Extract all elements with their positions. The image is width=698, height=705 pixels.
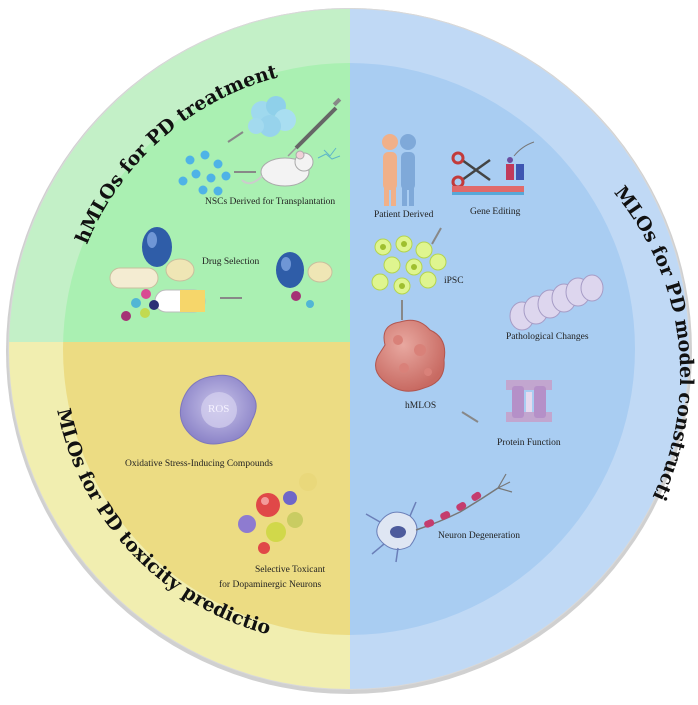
molecules-icon (238, 473, 317, 554)
human-figures-icon (382, 134, 416, 206)
patient-derived-label: Patient Derived (374, 210, 434, 220)
protein-function-label: Protein Function (497, 438, 561, 448)
organoid-icon (375, 319, 446, 392)
rna-icon (248, 96, 296, 137)
drug-selected-icon (276, 252, 333, 308)
capsule-icon (109, 227, 206, 321)
oxidative-stress-label: Oxidative Stress-Inducing Compounds (125, 459, 273, 469)
arrow-rna-nsc (227, 131, 244, 143)
syringe-icon (287, 97, 342, 157)
neuron-degeneration-label: Neuron Degeneration (438, 531, 521, 541)
scissors-icon (451, 151, 491, 189)
nsc-cluster-icon (178, 150, 231, 196)
hmlos-label: hMLOS (405, 401, 437, 411)
drug-selection-label: Drug Selection (202, 257, 260, 267)
gene-editing-label: Gene Editing (470, 207, 521, 217)
mouse-icon (241, 150, 314, 187)
selective-toxicant-label-1: Selective Toxicant (255, 565, 326, 575)
arrow-gene-ipsc (431, 227, 442, 245)
neuron-icon (365, 473, 513, 563)
nsc-label: NSCs Derived for Transplantation (205, 197, 336, 207)
ros-label: ROS (208, 403, 230, 415)
dna-icon (452, 141, 535, 195)
ipsc-cells-icon (371, 235, 447, 295)
neuron-sketch-icon (317, 147, 341, 160)
ipsc-label: iPSC (444, 276, 464, 286)
arrow-organoid-protein (461, 411, 479, 423)
ros-cell-icon (179, 374, 257, 445)
ion-channel-icon (506, 380, 552, 422)
pathological-changes-label: Pathological Changes (506, 332, 589, 342)
selective-toxicant-label-2: for Dopaminergic Neurons (219, 580, 322, 590)
aggregate-fibril-icon (509, 274, 604, 331)
